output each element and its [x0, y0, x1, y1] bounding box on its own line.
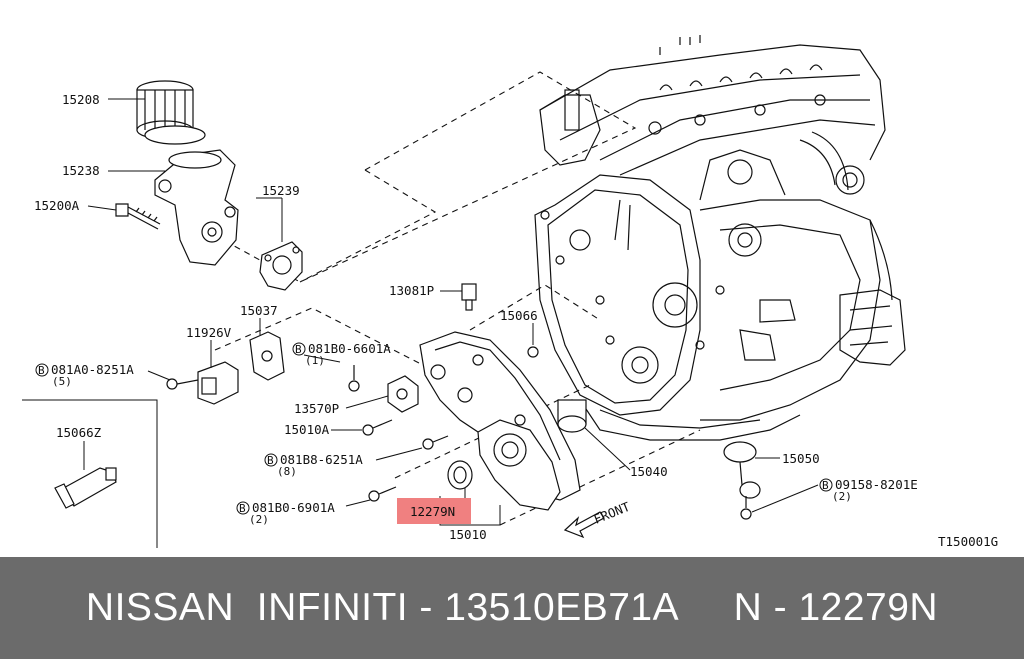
sealant-tube-15066Z[interactable]	[54, 467, 117, 509]
bolt-mark: B	[822, 479, 829, 492]
label-11926V[interactable]: 11926V	[186, 325, 232, 340]
engine-assembly-drawing	[534, 35, 906, 441]
bolt-09158-8201E[interactable]	[740, 496, 752, 520]
oil-pump-boundary	[214, 307, 521, 416]
label-15208[interactable]: 15208	[62, 92, 100, 107]
bolt-mark: B	[239, 502, 246, 515]
label-081B8-6251A[interactable]: B 081B8-6251A (8)	[264, 452, 363, 478]
label-front: FRONT	[592, 499, 633, 527]
bolt-081B8-6251A[interactable]	[422, 435, 449, 450]
bolt-081B0-6901A[interactable]	[368, 486, 397, 502]
label-15037[interactable]: 15037	[240, 303, 278, 318]
svg-text:(2): (2)	[249, 513, 269, 526]
svg-text:(1): (1)	[305, 354, 325, 367]
svg-text:(8): (8)	[277, 465, 297, 478]
bolt-081A0-8251A[interactable]	[166, 378, 199, 390]
parts-diagram: 15208 15238 15200A 15239 13081P 15037 15…	[22, 35, 999, 549]
label-09158-8201E[interactable]: B 09158-8201E (2)	[819, 477, 918, 503]
gasket-15239[interactable]	[259, 241, 303, 291]
svg-text:081A0-8251A: 081A0-8251A	[51, 362, 134, 377]
label-12279N[interactable]: 12279N	[410, 504, 455, 519]
bolt-15010A[interactable]	[362, 419, 393, 436]
label-15066[interactable]: 15066	[500, 308, 538, 323]
bolt-15200A[interactable]	[115, 203, 161, 230]
gasket-13570P[interactable]	[387, 375, 419, 413]
bolt-mark: B	[267, 454, 274, 467]
bolt-mark: B	[38, 364, 45, 377]
svg-text:(2): (2)	[832, 490, 852, 503]
oil-filter-bracket-boundary	[204, 71, 637, 283]
label-15200A[interactable]: 15200A	[34, 198, 80, 213]
label-15066Z[interactable]: 15066Z	[56, 425, 102, 440]
front-direction-arrow	[563, 511, 605, 539]
svg-text:081B0-6901A: 081B0-6901A	[252, 500, 335, 515]
label-15050[interactable]: 15050	[782, 451, 820, 466]
svg-text:081B8-6251A: 081B8-6251A	[280, 452, 363, 467]
plate-15037[interactable]	[249, 331, 285, 381]
label-13081P[interactable]: 13081P	[389, 283, 434, 298]
oil-filter-15208[interactable]	[136, 80, 206, 145]
bolt-mark: B	[295, 343, 302, 356]
label-15040[interactable]: 15040	[630, 464, 668, 479]
svg-text:09158-8201E: 09158-8201E	[835, 477, 918, 492]
oil-seal-12279N[interactable]	[447, 460, 473, 490]
oil-filter-bracket-15238[interactable]	[154, 149, 239, 266]
label-15010[interactable]: 15010	[449, 527, 487, 542]
part-number-banner: NISSAN INFINITI - 13510EB71A N - 12279N	[0, 557, 1024, 659]
sensor-13081P[interactable]	[461, 283, 477, 311]
valve-11926V[interactable]	[197, 361, 239, 405]
highlight-12279N	[397, 498, 471, 524]
oil-pipe-15050[interactable]	[723, 441, 761, 499]
label-13570P[interactable]: 13570P	[294, 401, 339, 416]
label-15010A[interactable]: 15010A	[284, 422, 330, 437]
figure-code: T150001G	[938, 534, 998, 549]
bolt-081B0-6601A[interactable]	[348, 365, 360, 392]
label-081A0-8251A[interactable]: B 081A0-8251A (5)	[35, 362, 134, 388]
svg-text:081B0-6601A: 081B0-6601A	[308, 341, 391, 356]
svg-text:(5): (5)	[52, 375, 72, 388]
label-15239[interactable]: 15239	[262, 183, 300, 198]
banner-text: NISSAN INFINITI - 13510EB71A N - 12279N	[85, 586, 939, 629]
oil-strainer-15040[interactable]	[557, 399, 587, 433]
label-081B0-6601A[interactable]: B 081B0-6601A (1)	[292, 341, 391, 367]
oil-pump-cover-15010[interactable]	[477, 419, 561, 511]
label-15238[interactable]: 15238	[62, 163, 100, 178]
label-081B0-6901A[interactable]: B 081B0-6901A (2)	[236, 500, 335, 526]
